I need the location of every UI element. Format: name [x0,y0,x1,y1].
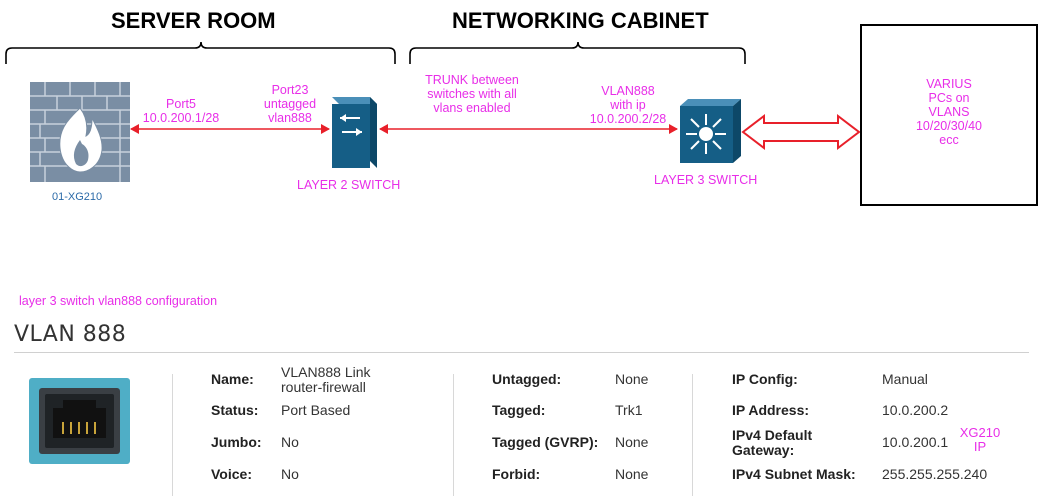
gateway-note-line-1: XG210 [959,425,1001,440]
subnet-mask-key: IPv4 Subnet Mask: [732,466,856,482]
voice-key: Voice: [211,466,252,482]
server-room-header: SERVER ROOM [111,8,276,33]
l2-port-line-3: vlan888 [268,111,312,125]
ip-config-key: IP Config: [732,371,798,387]
ip-address-value: 10.0.200.2 [882,402,949,418]
trunk-text: TRUNK between switches with all vlans en… [412,73,532,115]
vlan-title: VLAN 888 [14,322,127,347]
firewall-link-text: Port5 10.0.200.1/28 [131,97,231,125]
pcs-line-4: 10/20/30/40 [915,119,983,133]
firewall-ip-line: 10.0.200.1/28 [142,111,220,125]
tagged-gvrp-key: Tagged (GVRP): [492,434,599,450]
gateway-note-line-2: IP [973,439,987,454]
ip-address-key: IP Address: [732,402,810,418]
pcs-line-3: VLANS [928,105,970,119]
networking-cabinet-header: NETWORKING CABINET [452,8,709,33]
default-gateway-value: 10.0.200.1 [882,434,949,450]
name-key: Name: [211,371,254,387]
l2-port-line-2: untagged [263,97,317,111]
voice-value: No [281,466,299,482]
l3-vlan-line-1: VLAN888 [601,84,655,98]
l2-port-text: Port23 untagged vlan888 [250,83,330,125]
trunk-line-3: vlans enabled [433,101,511,115]
tagged-key: Tagged: [492,402,546,418]
status-value: Port Based [281,402,351,418]
pcs-line-5: ecc [939,133,959,147]
l3-switch-label: LAYER 3 SWITCH [654,173,758,187]
server-room-brace [5,41,396,64]
tagged-gvrp-value: None [615,434,649,450]
firewall-icon [30,82,130,182]
ethernet-port-icon [29,378,130,464]
subnet-mask-value: 255.255.255.240 [882,466,988,482]
forbid-value: None [615,466,649,482]
l3-vlan-text: VLAN888 with ip 10.0.200.2/28 [578,84,678,126]
default-gateway-key: IPv4 Default Gateway: [732,427,813,458]
firewall-port-line: Port5 [166,97,196,111]
l2-switch-label: LAYER 2 SWITCH [297,178,401,192]
jumbo-key: Jumbo: [211,434,262,450]
name-value: VLAN888 Link router-firewall [281,364,371,395]
config-caption: layer 3 switch vlan888 configuration [19,294,218,308]
l2-port-line-1: Port23 [271,83,309,97]
firewall-label: 01-XG210 [52,191,103,203]
col-separator-1 [172,374,173,496]
pcs-box [860,24,1038,206]
trunk-line-2: switches with all [427,87,517,101]
ip-config-value: Manual [882,371,928,387]
pcs-box-text: VARIUS PCs on VLANS 10/20/30/40 ecc [861,77,1037,147]
trunk-line-1: TRUNK between [425,73,519,87]
pcs-line-2: PCs on [928,91,970,105]
col-separator-3 [692,374,693,496]
status-key: Status: [211,402,259,418]
gateway-note: XG210 IP [955,426,1005,454]
col-separator-2 [453,374,454,496]
jumbo-value: No [281,434,299,450]
untagged-value: None [615,371,649,387]
l3-vlan-line-2: with ip [610,98,646,112]
pcs-double-arrow [741,113,861,151]
layer2-switch-icon [332,97,377,168]
layer3-switch-icon [680,99,741,163]
vlan-title-divider [14,352,1029,353]
tagged-value: Trk1 [615,402,643,418]
networking-cabinet-brace [409,41,746,64]
pcs-line-1: VARIUS [926,77,972,91]
network-diagram [5,24,1038,206]
forbid-key: Forbid: [492,466,541,482]
l3-vlan-line-3: 10.0.200.2/28 [589,112,667,126]
untagged-key: Untagged: [492,371,562,387]
